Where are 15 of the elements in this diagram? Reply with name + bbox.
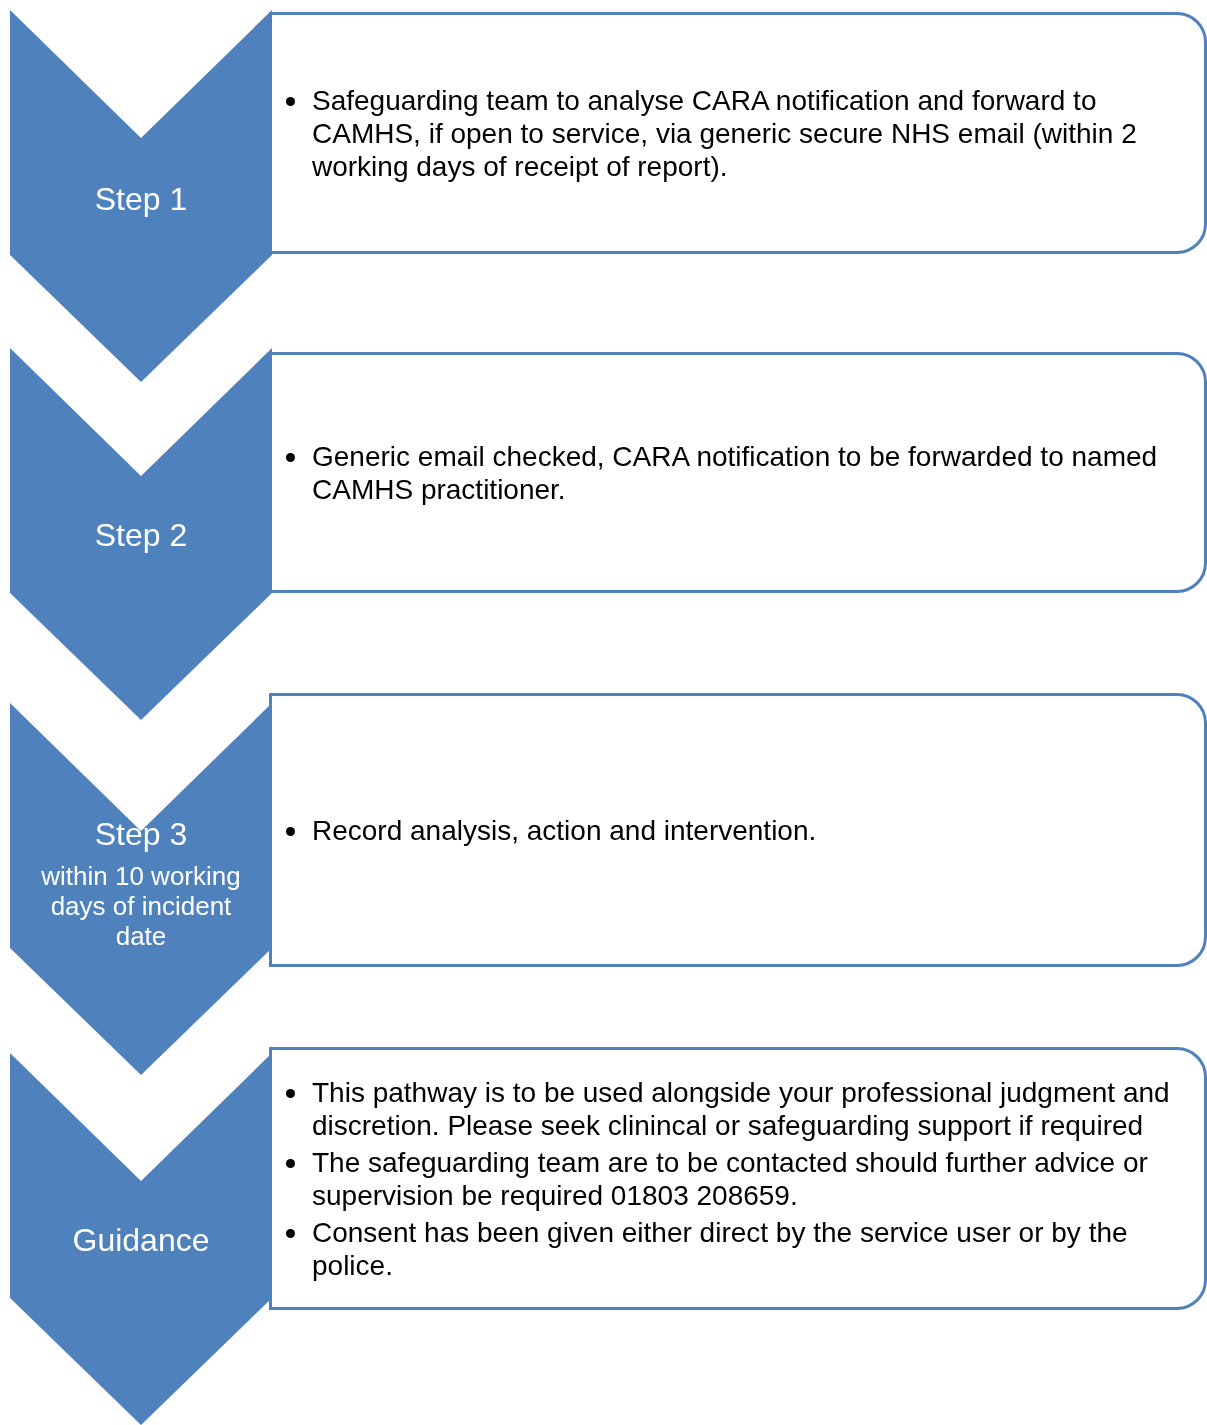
bullet-text: The safeguarding team are to be contacted should further advice or supervision be required 01803 208659. (312, 1145, 1149, 1212)
step-box (269, 12, 1207, 254)
step-box (269, 352, 1207, 593)
step-label: Step 1 (94, 180, 188, 218)
bullet-text: Consent has been given either direct by the service user or by the police. (312, 1215, 1129, 1282)
step-label: Guidance (72, 1221, 210, 1259)
step-box (269, 1047, 1207, 1310)
bullet-text: Generic email checked, CARA notification to be forwarded to named CAMHS practitioner. (312, 439, 1159, 506)
bullet-text: Record analysis, action and intervention. (312, 813, 817, 847)
bullet-text: Safeguarding team to analyse CARA notification and forward to CAMHS, if open to service, via generic secure NHS email (within 2 working days of receipt of report). (312, 83, 1138, 183)
step-label: Step 2 (94, 516, 188, 554)
bullet-text: This pathway is to be used alongside your professional judgment and discretion. Please seek clinincal or safeguarding support if required (312, 1075, 1171, 1142)
step-box (269, 693, 1207, 967)
step-note: within 10 working days of incident date (40, 861, 242, 951)
step-label: Step 3 (94, 815, 188, 853)
